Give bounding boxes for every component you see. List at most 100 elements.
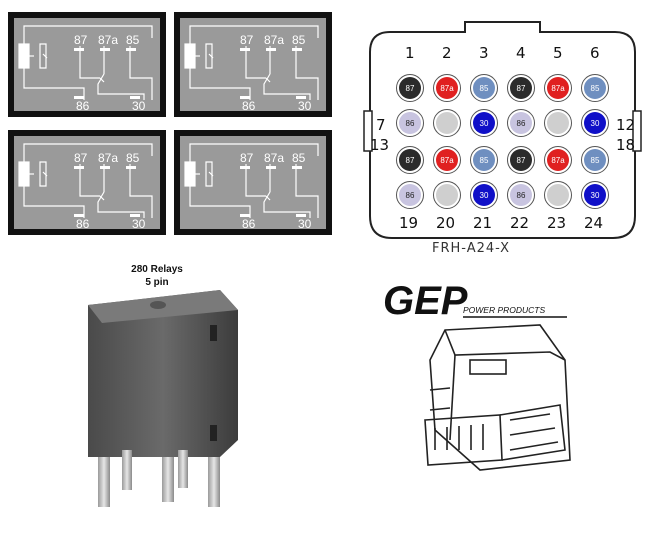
cavity-r2-c5 [544, 109, 572, 137]
cavity-label: 87a [547, 77, 569, 99]
cavity-label: 30 [473, 184, 495, 206]
part-number-label: FRH-A24-X [432, 241, 511, 256]
pin-85-label: 85 [126, 151, 140, 165]
gep-logo: GEP POWER PRODUCTS [383, 282, 567, 322]
cavity-label: 85 [473, 77, 495, 99]
relay-caption: 280 Relays 5 pin [112, 263, 202, 289]
relay-image [88, 290, 238, 507]
pin-number-bottom: 24 [584, 214, 604, 232]
pin-number-right: 12 [616, 116, 636, 134]
pin-85-label: 85 [292, 33, 306, 47]
pin-number-bottom: 21 [473, 214, 493, 232]
cavity-label: 86 [399, 184, 421, 206]
cavity-label [547, 112, 569, 134]
cavity-label: 87 [399, 149, 421, 171]
relay-caption-line1: 280 Relays [131, 264, 183, 275]
cavity-r1-c5: 87a [544, 74, 572, 102]
cavity-label [436, 112, 458, 134]
cavity-label: 30 [584, 112, 606, 134]
pin-87a-label: 87a [98, 151, 119, 165]
connector-pinout: 87 87a 85 87 87a 85 86 30 86 30 87 87a 85 87 87a 85 86 30… [360, 16, 645, 261]
cavity-r3-c4: 87 [507, 146, 535, 174]
pin-number-bottom: 20 [436, 214, 456, 232]
pin-number-bottom: 22 [510, 214, 530, 232]
pin-87-label: 87 [74, 33, 88, 47]
cavity-r1-c2: 87a [433, 74, 461, 102]
pin-86-label: 86 [242, 217, 256, 231]
cavity-r3-c1: 87 [396, 146, 424, 174]
pin-number-left: 7 [376, 116, 386, 134]
pin-number-top: 1 [405, 44, 415, 62]
cavity-label: 87a [436, 77, 458, 99]
cavity-r2-c6: 30 [581, 109, 609, 137]
cavity-r3-c3: 85 [470, 146, 498, 174]
relay-caption-line2: 5 pin [145, 277, 169, 288]
cavity-label [436, 184, 458, 206]
cavity-label [547, 184, 569, 206]
pin-86-label: 86 [242, 99, 256, 113]
cavity-label: 30 [584, 184, 606, 206]
pin-30-label: 30 [298, 99, 312, 113]
pin-number-left: 13 [370, 136, 390, 154]
connector-drawing [424, 324, 571, 471]
pin-86-label: 86 [76, 217, 90, 231]
cavity-r3-c2: 87a [433, 146, 461, 174]
pin-87a-label: 87a [98, 33, 119, 47]
cavity-label: 85 [584, 149, 606, 171]
cavity-r2-c4: 86 [507, 109, 535, 137]
cavity-r4-c5 [544, 181, 572, 209]
cavity-r4-c1: 86 [396, 181, 424, 209]
cavity-r2-c2 [433, 109, 461, 137]
pin-number-bottom: 23 [547, 214, 567, 232]
pin-number-top: 3 [479, 44, 489, 62]
cavity-label: 87 [510, 77, 532, 99]
pin-number-bottom: 19 [399, 214, 419, 232]
cavity-label: 85 [473, 149, 495, 171]
pin-87a-label: 87a [264, 151, 285, 165]
cavity-r4-c2 [433, 181, 461, 209]
cavity-label: 87a [547, 149, 569, 171]
pin-86-label: 86 [76, 99, 90, 113]
cavity-r2-c1: 86 [396, 109, 424, 137]
pin-30-label: 30 [132, 217, 146, 231]
cavity-r1-c6: 85 [581, 74, 609, 102]
pin-number-top: 5 [553, 44, 563, 62]
relay-diagram-1: 87 87a 85 86 30 [8, 12, 166, 117]
cavity-label: 30 [473, 112, 495, 134]
cavity-label: 86 [510, 112, 532, 134]
pin-85-label: 85 [292, 151, 306, 165]
pin-number-right: 18 [616, 136, 636, 154]
cavity-r1-c3: 85 [470, 74, 498, 102]
pin-87-label: 87 [74, 151, 88, 165]
cavity-r1-c1: 87 [396, 74, 424, 102]
relay-schematic-lines [184, 143, 319, 218]
cavity-r4-c4: 86 [507, 181, 535, 209]
cavity-r2-c3: 30 [470, 109, 498, 137]
cavity-label: 87 [510, 149, 532, 171]
cavity-label: 87 [399, 77, 421, 99]
pin-87-label: 87 [240, 151, 254, 165]
pin-85-label: 85 [126, 33, 140, 47]
relay-diagram-3: 87 87a 85 86 30 [8, 130, 166, 235]
cavity-label: 87a [436, 149, 458, 171]
cavity-label: 86 [399, 112, 421, 134]
pin-87a-label: 87a [264, 33, 285, 47]
cavity-label: 85 [584, 77, 606, 99]
relay-diagram-4: 87 87a 85 86 30 [174, 130, 332, 235]
relay-diagram-2: 87 87a 85 86 30 [174, 12, 332, 117]
relay-schematic-lines [18, 143, 153, 218]
pin-number-top: 2 [442, 44, 452, 62]
cavity-r4-c6: 30 [581, 181, 609, 209]
logo-tagline-text: POWER PRODUCTS [463, 305, 546, 315]
pin-number-top: 6 [590, 44, 600, 62]
relay-schematic-lines [18, 25, 153, 100]
cavity-r4-c3: 30 [470, 181, 498, 209]
pin-30-label: 30 [298, 217, 312, 231]
pin-number-top: 4 [516, 44, 526, 62]
cavity-r3-c5: 87a [544, 146, 572, 174]
cavity-r1-c4: 87 [507, 74, 535, 102]
logo-brand-text: GEP [383, 282, 468, 322]
cavity-label: 86 [510, 184, 532, 206]
cavity-r3-c6: 85 [581, 146, 609, 174]
relay-schematic-lines [184, 25, 319, 100]
